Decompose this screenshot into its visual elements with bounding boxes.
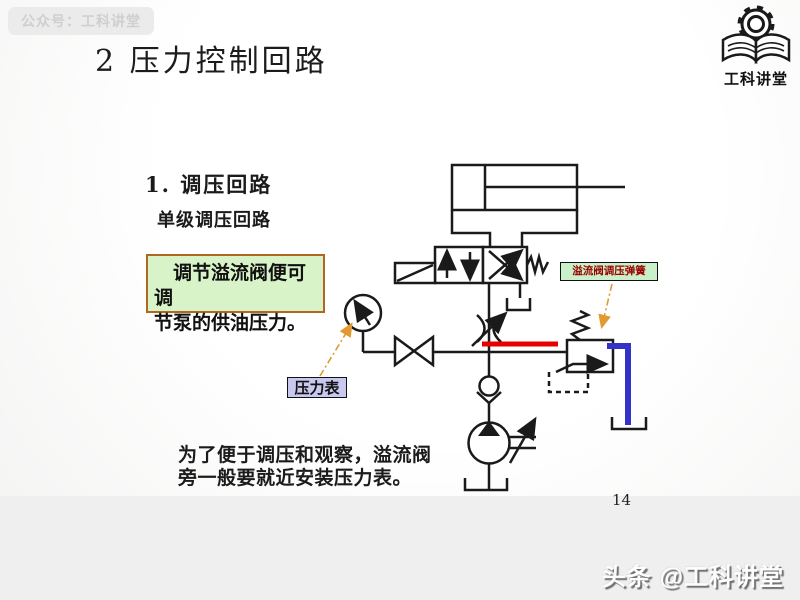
watermark-banner: 公众号：工科讲堂 [8, 7, 154, 35]
callout-arrow-spring [598, 283, 613, 330]
shutoff-valve-symbol [393, 334, 435, 368]
bottom-note: 为了便于调压和观察，溢流阀 旁一般要就近安装压力表。 [178, 444, 432, 490]
relief-spring-label: 溢流阀调压弹簧 [560, 262, 658, 281]
pressure-gauge-label: 压力表 [287, 377, 347, 398]
hydraulic-circuit-diagram [319, 163, 648, 492]
bottom-band [0, 496, 800, 600]
footer-credit: 头条 @工科讲堂 [601, 564, 784, 591]
bottom-note-line1: 为了便于调压和观察，溢流阀 [178, 444, 432, 466]
check-valve-symbol [476, 375, 502, 423]
section-heading: 1. 调压回路 [145, 172, 273, 197]
relief-valve-symbol [547, 309, 615, 394]
cylinder-symbol [450, 163, 625, 212]
page-number: 14 [612, 491, 632, 509]
logo-text: 工科讲堂 [723, 70, 788, 88]
directional-valve-symbol [393, 245, 550, 312]
subsection-heading: 单级调压回路 [157, 210, 271, 231]
highlight-blue-pipe [607, 343, 631, 425]
note-line1: 调节溢流阀便可调 [154, 262, 307, 309]
pressure-gauge-symbol [343, 293, 383, 352]
gear-book-logo-icon [717, 5, 795, 70]
bottom-note-line2: 旁一般要就近安装压力表。 [178, 467, 413, 489]
pump-symbol [463, 416, 537, 492]
tank-symbol-right [610, 417, 648, 431]
callout-arrow-gauge [319, 322, 353, 377]
note-line2: 节泵的供油压力。 [154, 312, 307, 334]
note-box: 调节溢流阀便可调 节泵的供油压力。 [146, 254, 325, 334]
pipe-cylinder-left [450, 210, 492, 247]
pipe-cylinder-right [520, 210, 579, 247]
brand-logo: 工科讲堂 [712, 4, 800, 89]
page-title: 2 压力控制回路 [95, 44, 328, 79]
throttle-valve-symbol [471, 311, 508, 347]
